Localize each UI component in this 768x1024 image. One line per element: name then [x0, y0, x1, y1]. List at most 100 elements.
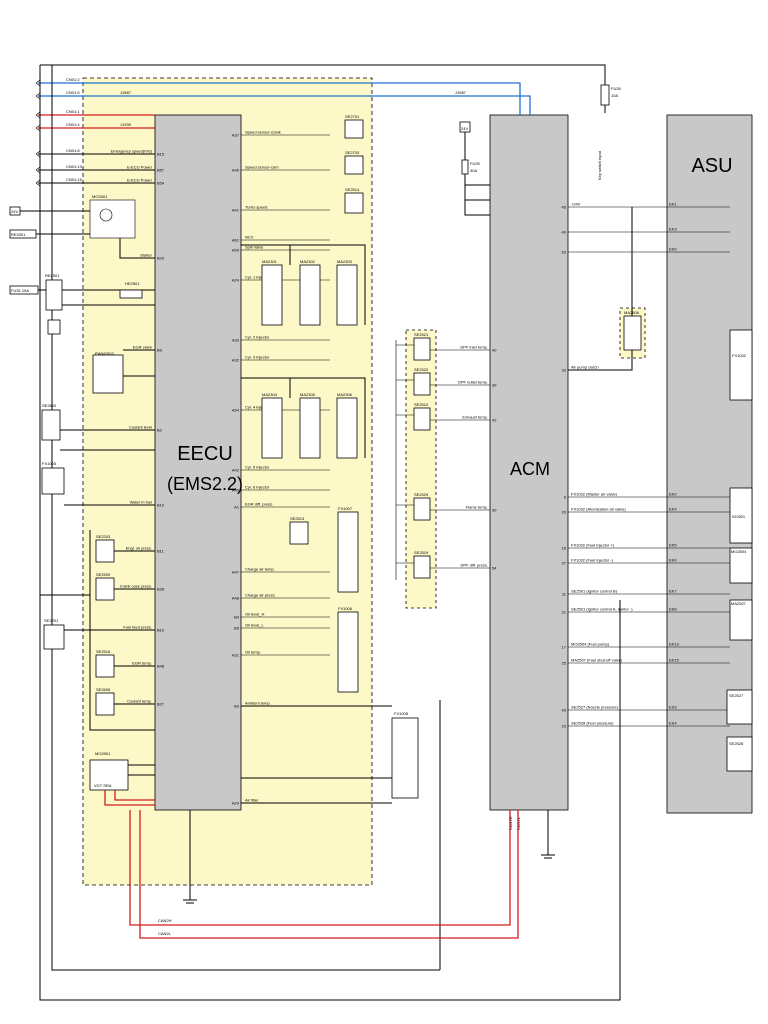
se2606-box — [95, 692, 115, 716]
acm-right-signal-9: SE2501 (Ignitor control A, Ignitor -) — [571, 607, 633, 612]
asu-pin-10: EK13 — [669, 642, 680, 647]
asu-pin-7: EK6 — [669, 558, 677, 563]
eecu-right-pin-13: A48 — [232, 596, 240, 601]
eecu-left-signal-10: EGR temp. — [132, 661, 152, 666]
eecu-right-signal-3: NCV — [245, 235, 254, 240]
mo3301-box — [89, 199, 136, 239]
se2701-label: SE2701 — [345, 114, 360, 119]
eecu-left-pin-11: B27 — [157, 702, 165, 707]
asu-pin-8: EK7 — [669, 589, 677, 594]
acm-right-pin-5: 29 — [562, 510, 567, 515]
pwm2503-box — [92, 354, 124, 394]
re2501-label: RE2501 — [45, 273, 60, 278]
connector-arrow-c3 — [35, 111, 41, 119]
eecu-left-pin-4: B9 — [157, 348, 163, 353]
injector-group-lower: MA2304 MA2305 MA2306 — [261, 392, 358, 459]
acm-right-signal-12: SE2527 (Nozzle pressure) — [571, 705, 619, 710]
se2606-label: SE2606 — [96, 687, 111, 692]
connector-label-c5: CN01:8 — [66, 148, 80, 153]
eecu-left-pin-10: B48 — [157, 664, 165, 669]
asu-pin-0: EK1 — [669, 202, 677, 207]
eecu-right-pin-2: A41 — [232, 208, 240, 213]
acm-sensor-signal-0: DPF inlet temp. — [460, 345, 488, 350]
acm-sensor-signal-2: Exhaust temp. — [462, 415, 488, 420]
acm-right-pin-10: 17 — [562, 645, 567, 650]
eecu-right-pin-5: A24 — [232, 278, 240, 283]
acm-sensor-label-1: SE2522 — [414, 367, 429, 372]
connector-arrow-c2 — [35, 92, 41, 100]
acm-sensor-signal-3: Flame temp. — [466, 505, 488, 510]
left-connector-labels: CN01:2CN01:5CN01:1CN01:4CN01:8CN01:13CN0… — [35, 77, 83, 187]
acm-right-pin-6: 16 — [562, 546, 567, 551]
acm-sensor-box-1 — [413, 372, 431, 396]
acm-right-pin-8: 11 — [562, 592, 567, 597]
acm-title: ACM — [510, 459, 550, 479]
eecu-right-pin-18: A29 — [232, 801, 240, 806]
eecu-left-signal-0: Emergency speed(IVS) — [111, 149, 153, 154]
connector-label-c7: CN01:15 — [66, 177, 83, 182]
se2514-box — [344, 192, 364, 214]
eecu-right-pin-4: A59 — [232, 248, 240, 253]
can2l-label: CAN2L — [158, 931, 172, 936]
eecu-right-signal-9: Cyl. 5 injector — [245, 465, 270, 470]
fx1005-box — [41, 467, 65, 495]
se2513-label: SE2513 — [290, 516, 305, 521]
acm-sensor-label-0: SE2521 — [414, 332, 429, 337]
se2516-label: SE2516 — [96, 649, 111, 654]
se2620-box — [41, 409, 61, 441]
eecu-right-pin-15: B5 — [234, 626, 240, 631]
eecu-right-signal-12: Charge air temp. — [245, 567, 275, 572]
eecu-right-signal-5: Cyl. 1 injector — [245, 275, 270, 280]
acm-sensor-pin-1: 39 — [492, 383, 497, 388]
fx1006-box — [337, 611, 359, 693]
fu25-name: FU25 — [470, 161, 481, 166]
injector-group-upper: MA2301 MA2302 MA2303 — [261, 259, 358, 326]
eecu-right-pin-0: A37 — [232, 133, 240, 138]
se2509-label: SE2509 — [96, 572, 111, 577]
fu26-name: FU26 — [611, 86, 622, 91]
fx1006-label: FX1006 — [338, 606, 353, 611]
fx1008-box — [391, 717, 419, 799]
acm-can2h-label: CAN2H — [508, 816, 513, 830]
acm-sensor-signal-1: DPF outlet temp. — [458, 380, 488, 385]
eecu-right-signal-17: Ambient temp. — [245, 701, 271, 706]
acm-right-pin-3: 33 — [562, 368, 567, 373]
re2501-box — [45, 279, 63, 311]
eecu-left-pin-1: B57 — [157, 168, 165, 173]
fx1007-label: FX1007 — [338, 506, 353, 511]
asu-pin-6: EK5 — [669, 543, 677, 548]
acm-sensor-pin-2: 42 — [492, 418, 497, 423]
connector-label-c2: CN01:5 — [66, 90, 80, 95]
fx1008-label: FX1008 — [394, 711, 409, 716]
ma2506-box — [623, 315, 642, 351]
ig2501-label: IG2501 — [732, 514, 746, 519]
eecu-left-pin-8: B28 — [157, 587, 165, 592]
acm-right-signal-6: FX1032 (Fuel injector +) — [571, 543, 615, 548]
input-re3301-label: RE3301 — [11, 232, 26, 237]
fu26-rating: 10A — [611, 93, 618, 98]
se2513-box — [289, 521, 309, 545]
acm-sensor-pin-3: 30 — [492, 508, 497, 513]
fx1032-box — [729, 329, 753, 401]
eecu-right-pin-3: A62 — [232, 238, 240, 243]
acm-sensor-signal-4: DPF diff. press. — [461, 563, 489, 568]
eecu-subtitle: (EMS2.2) — [167, 474, 243, 494]
eecu-left-signal-1: E-ECU Power — [127, 165, 153, 170]
eecu-left-signal-11: Coolant temp. — [127, 699, 152, 704]
eecu-right-pin-7: A32 — [232, 358, 240, 363]
acm-sensor-label-2: SE2510 — [414, 402, 429, 407]
re2501-diode — [47, 319, 61, 335]
acm-24v-label: 24V — [461, 126, 468, 131]
se2509-box — [95, 577, 115, 601]
connector-arrow-c7 — [35, 179, 41, 187]
eecu-right-pin-6: A33 — [232, 338, 240, 343]
acm-right-signal-3: Air pump clutch — [571, 365, 599, 370]
fu25-rating: 30A — [470, 168, 477, 173]
eecu-right-signal-11: EGR diff. press. — [245, 502, 273, 507]
acm-right-pin-12: 43 — [562, 708, 567, 713]
eecu-right-signal-1: Speed sensor-cam — [245, 165, 279, 170]
acm-right-pin-1: 49 — [562, 230, 567, 235]
